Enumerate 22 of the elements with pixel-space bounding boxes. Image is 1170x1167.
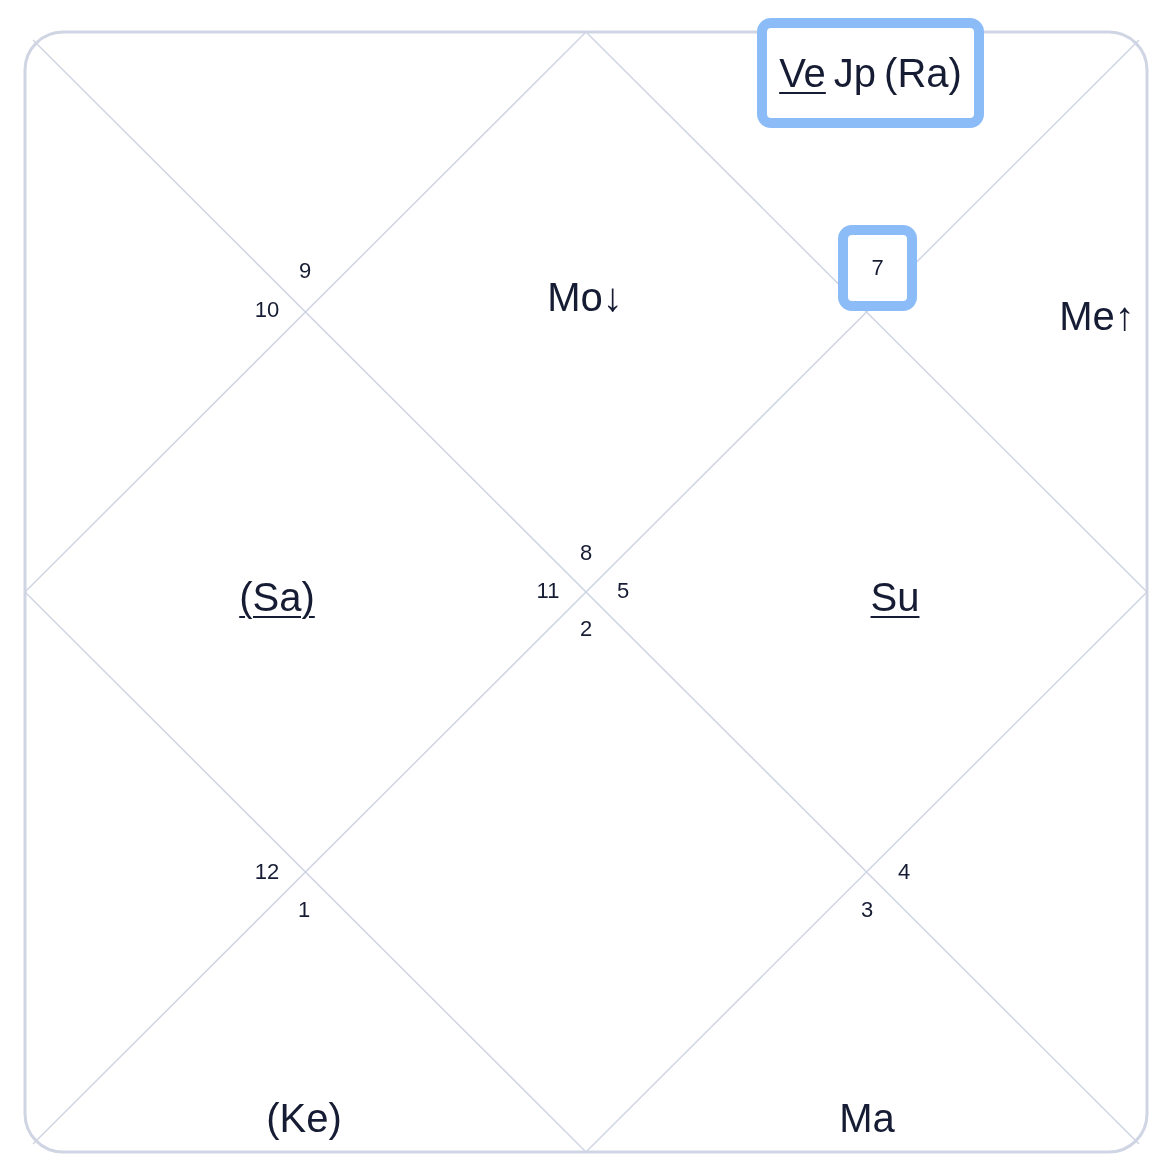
house-number: 12 [254, 861, 280, 883]
planet-label: (Sa) [239, 577, 315, 617]
planet-label: Ve [779, 53, 826, 93]
planet-label: Me↑ [1059, 296, 1135, 336]
house-number: 7 [871, 257, 884, 279]
planet-label: Mo↓ [547, 277, 623, 317]
highlight-box [757, 18, 984, 128]
planet-label: Ma [839, 1098, 895, 1138]
house-number: 2 [579, 618, 593, 640]
house-number: 3 [860, 899, 874, 921]
house-number: 11 [536, 580, 560, 602]
highlight-box [838, 225, 917, 311]
planet-label: (Ra) [884, 53, 962, 93]
planet-label: (Ke) [266, 1098, 342, 1138]
house-number: 8 [579, 542, 593, 564]
house-number: 1 [297, 899, 311, 921]
house-number: 10 [254, 299, 280, 321]
planet-label: Jp [833, 53, 877, 93]
house-number: 5 [616, 580, 630, 602]
house-number: 9 [298, 260, 312, 282]
planet-label: Su [870, 577, 920, 617]
house-number: 4 [897, 861, 911, 883]
